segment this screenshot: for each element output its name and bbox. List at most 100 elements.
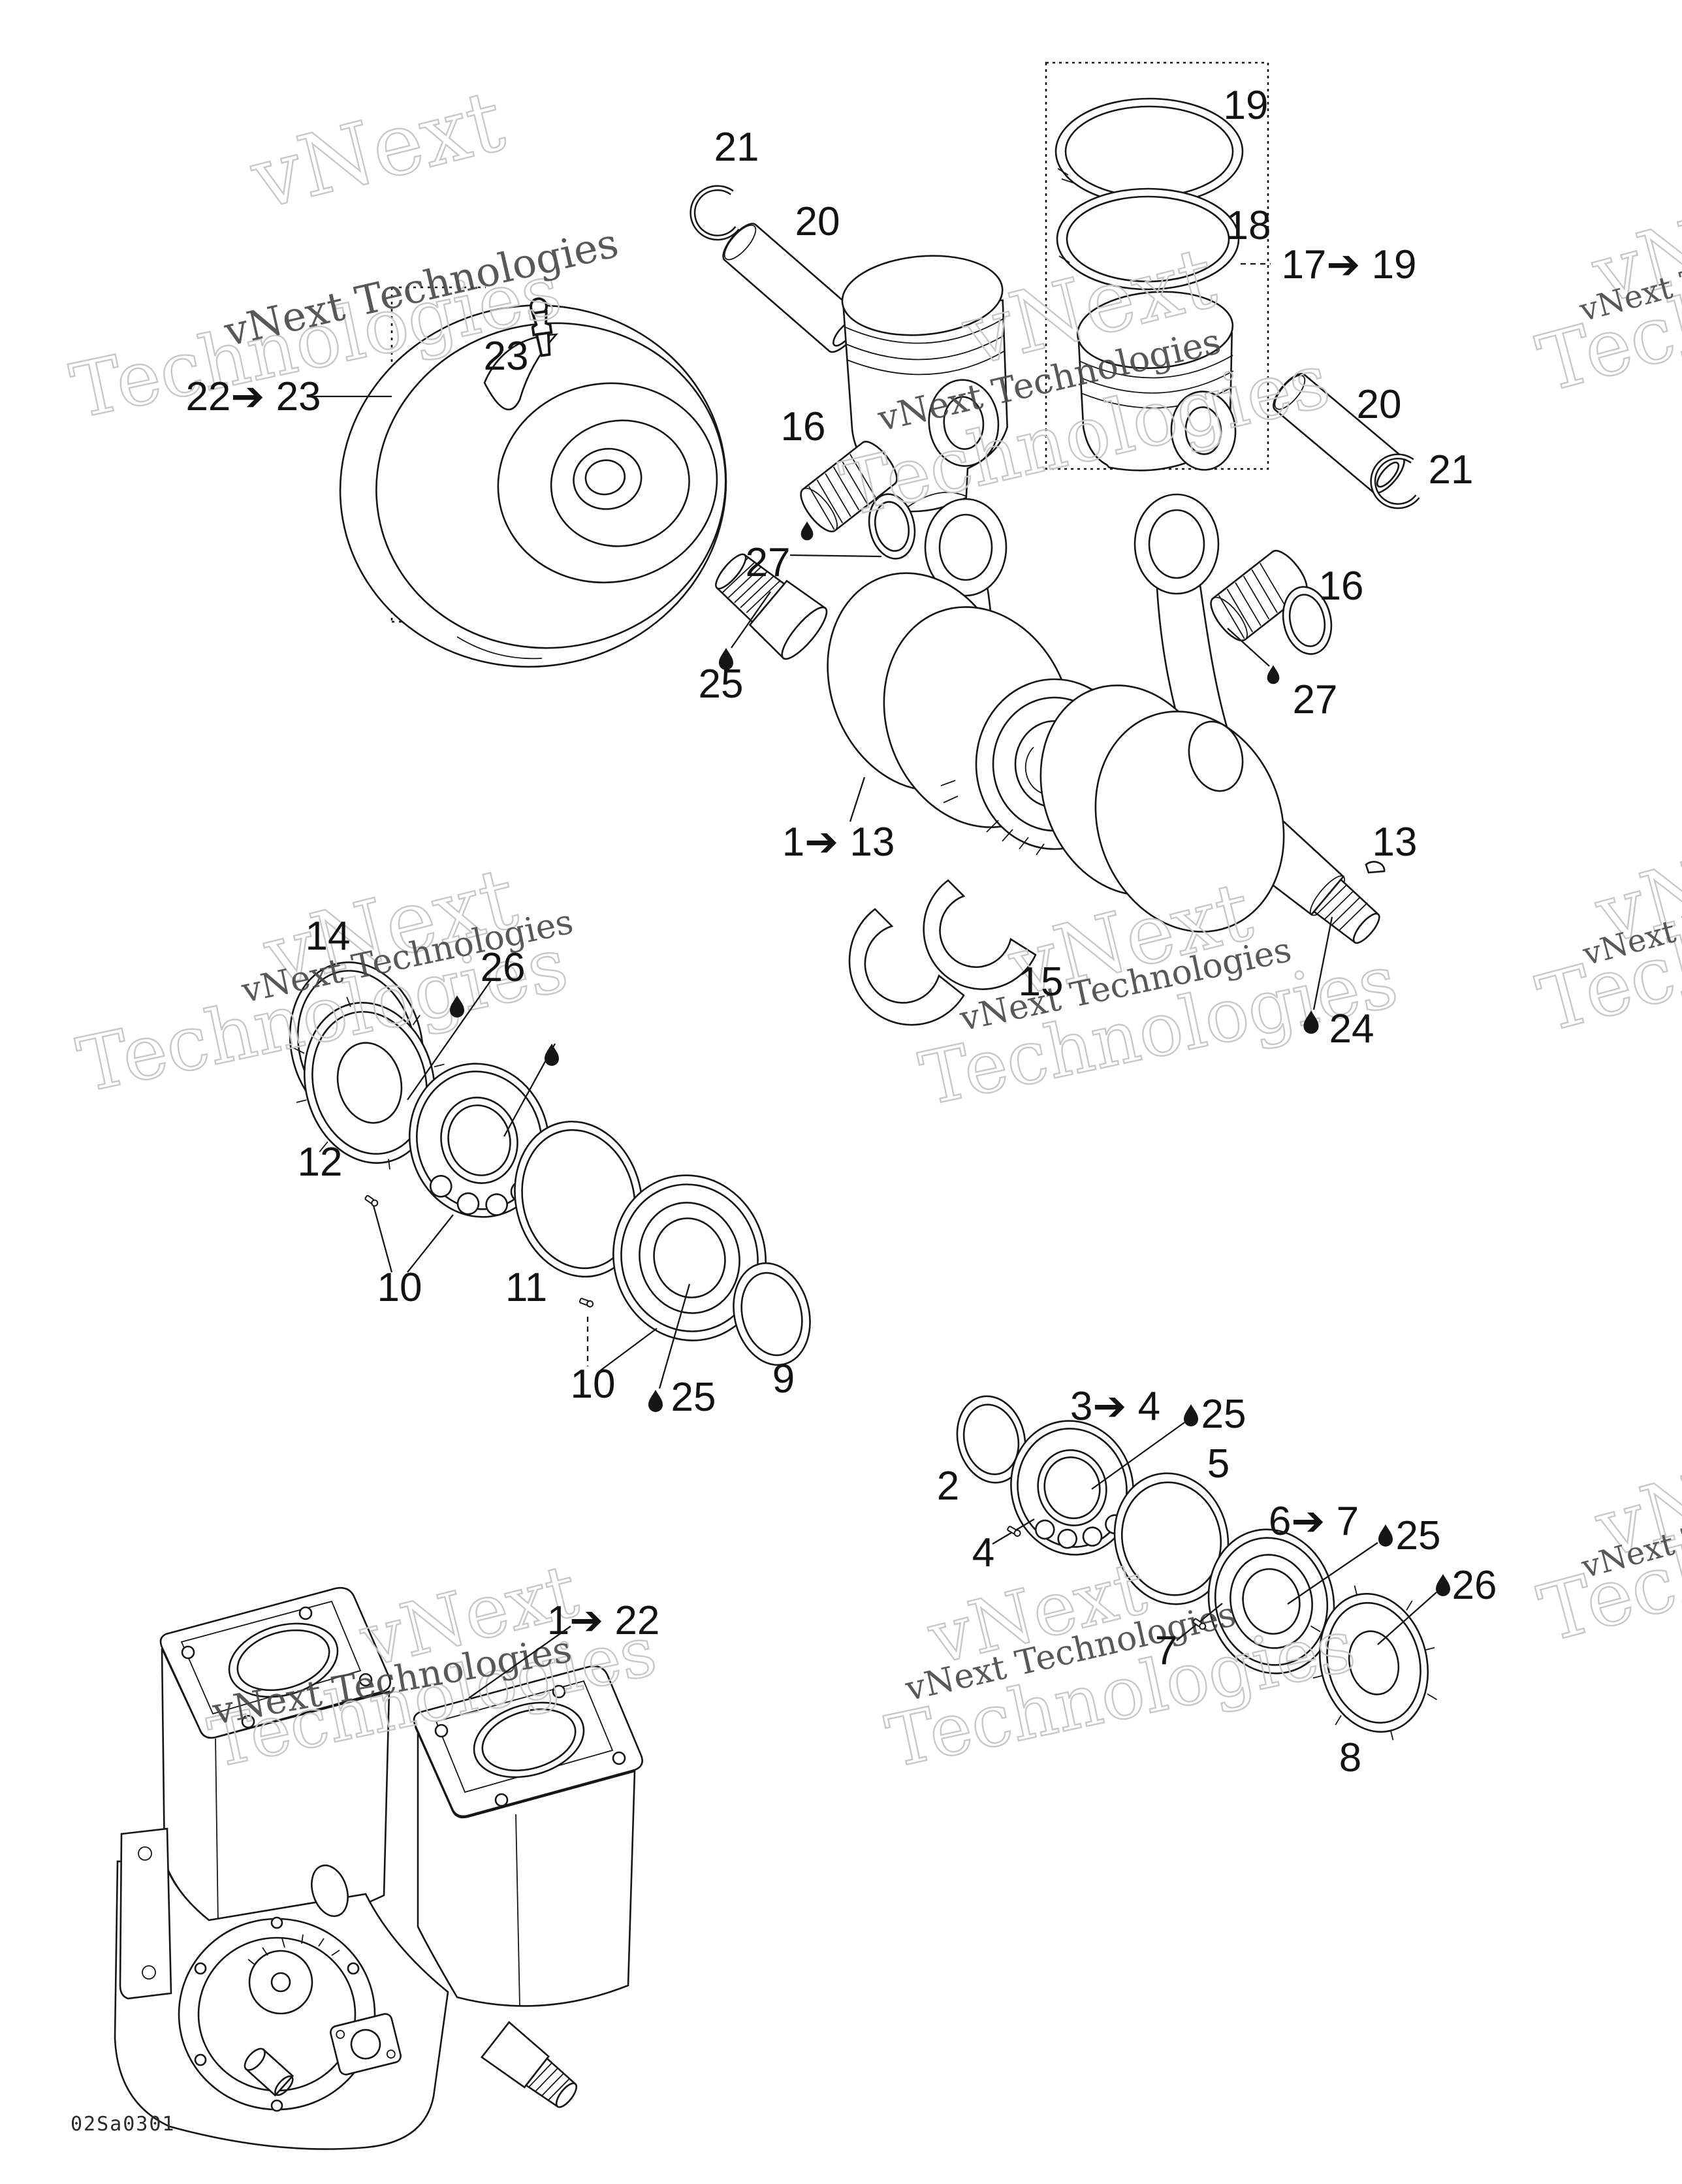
- part-number-label: 10: [571, 1362, 616, 1407]
- oil-drop-icon: [1436, 1574, 1450, 1596]
- piston-pin: [722, 223, 863, 353]
- circlip-icon: [690, 185, 740, 241]
- set-screws: [364, 1195, 1207, 1630]
- oil-drop-icon: [545, 1044, 559, 1066]
- part-number-label: 4: [972, 1530, 994, 1575]
- ring-9: [733, 1262, 811, 1366]
- seal-bearing-10: [612, 1174, 767, 1341]
- part-number-label: 5: [1207, 1441, 1230, 1486]
- ball-bearing-3-4: [1010, 1420, 1134, 1556]
- thrust-washer-8: [1310, 1585, 1437, 1741]
- part-number-label: 25: [699, 662, 744, 707]
- part-number-label: 13: [1373, 820, 1418, 865]
- oil-drop-icon: [1378, 1524, 1393, 1547]
- part-number-label: 16: [781, 404, 826, 449]
- leader-line: [731, 591, 771, 649]
- part-number-label: 1➔ 22: [547, 1598, 660, 1643]
- part-number-label: 20: [1357, 382, 1402, 427]
- leader-line: [468, 1626, 571, 1699]
- part-number-label: 19: [1224, 83, 1269, 128]
- part-number-label: 7: [1155, 1628, 1177, 1673]
- set-screw-icon: [579, 1298, 594, 1308]
- part-number-label: 15: [1019, 959, 1064, 1004]
- leader-line: [407, 978, 493, 1100]
- part-number-label: 22➔ 23: [185, 374, 321, 419]
- plate-code: 02Sa0301: [71, 2113, 176, 2136]
- bearing-retainer-halves: [848, 879, 1037, 1026]
- set-screw-icon: [1192, 1618, 1207, 1630]
- part-number-label: 6➔ 7: [1269, 1499, 1359, 1544]
- oil-drop-icon: [1303, 1010, 1319, 1034]
- cylinder-right: [413, 1665, 643, 2007]
- needle-bearing-left: [800, 440, 916, 560]
- part-number-label: 1➔ 13: [782, 820, 895, 865]
- part-number-label: 16: [1319, 564, 1364, 609]
- leader-line: [1227, 628, 1270, 667]
- circlip-icon: [1370, 453, 1420, 509]
- leader-line: [849, 777, 866, 822]
- oil-drop-symbols: [450, 521, 1450, 1596]
- crankcase: [114, 1827, 578, 2150]
- oil-drop-icon: [648, 1390, 663, 1412]
- engine-block: [114, 1586, 643, 2150]
- piston-ring-bottom: [1056, 187, 1240, 291]
- leader-line: [600, 1328, 658, 1371]
- output-shaft: [480, 2021, 578, 2108]
- oil-drop-icon: [1184, 1404, 1198, 1426]
- mag-side-stack: [289, 961, 811, 1366]
- part-number-label: 2: [937, 1464, 959, 1509]
- part-number-label: 12: [298, 1140, 343, 1185]
- oil-drop-icon: [801, 521, 814, 541]
- leader-line: [1091, 1422, 1185, 1490]
- leader-line: [789, 554, 882, 558]
- connecting-rod-right: [1134, 493, 1231, 752]
- part-number-label: 8: [1339, 1735, 1361, 1780]
- piston-right: [1076, 291, 1237, 472]
- crank-stub-shaft-left: [715, 553, 828, 660]
- part-number-label: 25: [1396, 1513, 1441, 1558]
- part-number-label: 18: [1226, 203, 1271, 248]
- part-number-label: 21: [714, 125, 759, 170]
- oil-drop-icon: [450, 995, 464, 1018]
- part-number-label: 10: [377, 1265, 422, 1310]
- part-number-label: 27: [1293, 677, 1338, 722]
- leader-lines: [308, 263, 1437, 1699]
- part-number-label: 3➔ 4: [1070, 1384, 1160, 1429]
- part-number-label: 23: [484, 334, 529, 379]
- oil-seal-12: [293, 997, 446, 1170]
- part-number-label: 26: [1452, 1563, 1497, 1608]
- woodruff-key: [1365, 861, 1386, 874]
- set-screw-icon: [1007, 1526, 1021, 1537]
- part-number-label: 25: [671, 1375, 716, 1420]
- carb-flange: [330, 2013, 402, 2076]
- seal-bearing-6-7: [1207, 1528, 1335, 1675]
- drive-pulley: [339, 304, 727, 668]
- watermark-outline-text: vNext: [242, 71, 513, 229]
- part-number-label: 26: [481, 945, 526, 990]
- leader-line: [407, 1214, 454, 1273]
- part-number-label: 20: [795, 199, 840, 244]
- part-number-label: 11: [505, 1265, 547, 1310]
- part-number-label: 24: [1329, 1006, 1374, 1052]
- crank-web-front: [1094, 711, 1285, 933]
- set-screw-icon: [364, 1195, 379, 1207]
- leader-line: [1377, 1592, 1437, 1645]
- grease-fitting: [530, 297, 553, 357]
- leader-line: [1287, 1542, 1378, 1605]
- o-ring-2: [956, 1395, 1026, 1484]
- oil-drop-icon: [719, 648, 733, 670]
- part-number-label: 14: [306, 914, 351, 959]
- oil-drop-icon: [1267, 665, 1280, 684]
- pulley-spring-tab: [483, 333, 559, 411]
- pto-side-stack: [956, 1395, 1437, 1741]
- part-number-label: 9: [772, 1357, 795, 1402]
- part-number-label: 25: [1201, 1392, 1246, 1437]
- part-number-label: 27: [746, 540, 791, 585]
- leader-line: [1312, 916, 1333, 1010]
- o-ring-11: [514, 1120, 643, 1278]
- needle-bearing-right: [1210, 549, 1333, 655]
- leader-line: [658, 1283, 691, 1389]
